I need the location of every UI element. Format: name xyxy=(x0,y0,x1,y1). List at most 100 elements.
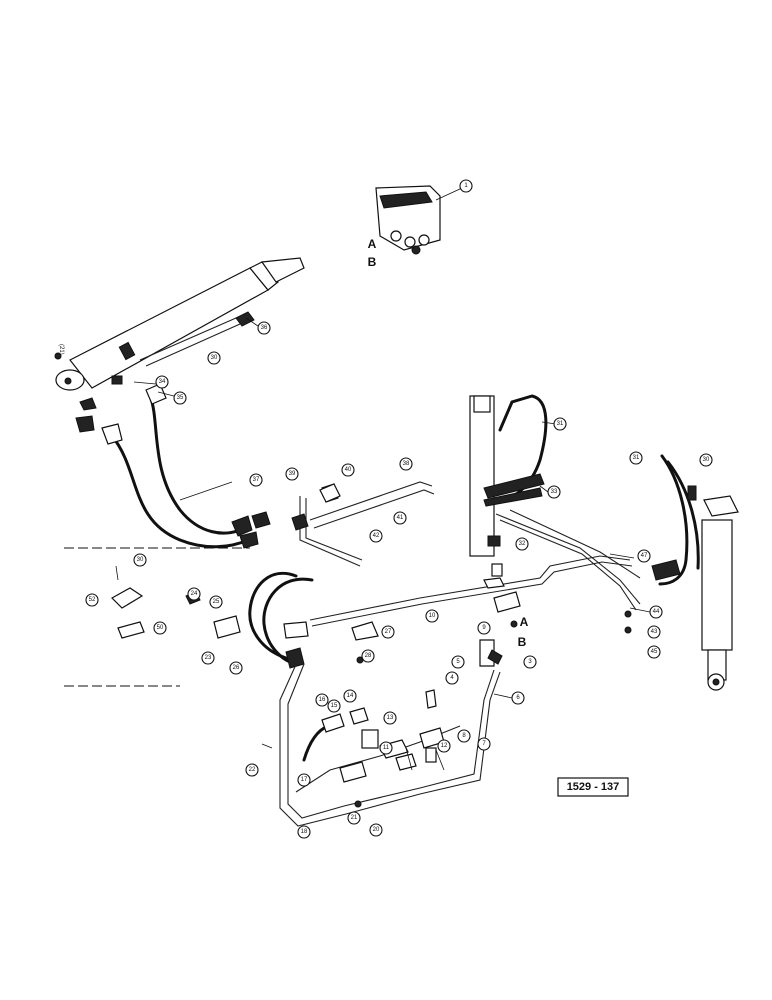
svg-text:1: 1 xyxy=(464,183,468,189)
svg-text:52: 52 xyxy=(89,597,96,603)
callout-15: 15 xyxy=(327,699,341,713)
callout-12: 12 xyxy=(437,739,451,753)
svg-text:42: 42 xyxy=(373,533,380,539)
drawing-reference: 1529 - 137 xyxy=(567,781,620,793)
callout-31a: 31 xyxy=(553,417,567,431)
svg-text:38: 38 xyxy=(403,461,410,467)
callout-52: 52 xyxy=(85,593,99,607)
svg-text:40: 40 xyxy=(345,467,352,473)
callout-30b: 30 xyxy=(699,453,713,467)
svg-text:30: 30 xyxy=(703,457,710,463)
callout-50: 50 xyxy=(153,621,167,635)
callout-40: 40 xyxy=(341,463,355,477)
callout-leaders xyxy=(133,317,651,771)
svg-text:13: 13 xyxy=(387,715,394,721)
callout-7: 7 xyxy=(477,737,491,751)
callout-16: 16 xyxy=(315,693,329,707)
svg-text:3: 3 xyxy=(528,659,532,665)
callout-11: 11 xyxy=(379,741,393,755)
callout-23: 23 xyxy=(201,651,215,665)
port-label-b-lower: B xyxy=(518,635,527,649)
svg-text:44: 44 xyxy=(653,609,660,615)
svg-text:24: 24 xyxy=(191,591,198,597)
svg-text:47: 47 xyxy=(641,553,648,559)
callout-43: 43 xyxy=(647,625,661,639)
callout-42: 42 xyxy=(369,529,383,543)
port-label-a-upper: A xyxy=(368,237,377,251)
port-label-b-upper: B xyxy=(368,255,377,269)
callout-3: 3 xyxy=(523,655,537,669)
svg-text:25: 25 xyxy=(213,599,220,605)
callout-31b: 31 xyxy=(629,451,643,465)
svg-text:21: 21 xyxy=(351,815,358,821)
svg-text:37: 37 xyxy=(253,477,260,483)
callout-21: 21 xyxy=(347,811,361,825)
callout-32: 32 xyxy=(515,537,529,551)
callout-45: 45 xyxy=(647,645,661,659)
callout-9: 9 xyxy=(477,621,491,635)
callout-20: 20 xyxy=(369,823,383,837)
stray-mark: (21) xyxy=(58,344,64,355)
callout-14: 14 xyxy=(343,689,357,703)
callout-8: 8 xyxy=(457,729,471,743)
svg-text:30: 30 xyxy=(137,557,144,563)
right-swing-cylinder xyxy=(651,454,739,691)
callout-38: 38 xyxy=(399,457,413,471)
callout-27: 27 xyxy=(381,625,395,639)
svg-text:23: 23 xyxy=(205,655,212,661)
svg-text:36: 36 xyxy=(261,325,268,331)
port-label-a-lower: A xyxy=(520,615,529,629)
svg-text:28: 28 xyxy=(365,653,372,659)
svg-text:20: 20 xyxy=(373,827,380,833)
svg-text:43: 43 xyxy=(651,629,658,635)
svg-text:33: 33 xyxy=(551,489,558,495)
svg-text:39: 39 xyxy=(289,471,296,477)
callout-18: 18 xyxy=(297,825,311,839)
left-lift-cylinder xyxy=(54,257,305,391)
callout-4: 4 xyxy=(445,671,459,685)
center-hoses xyxy=(248,571,314,669)
svg-text:4: 4 xyxy=(450,675,454,681)
callout-1: 1 xyxy=(459,179,473,193)
callout-30: 30 xyxy=(207,351,221,365)
svg-text:27: 27 xyxy=(385,629,392,635)
svg-text:7: 7 xyxy=(482,741,486,747)
callout-5: 5 xyxy=(451,655,465,669)
callout-35: 35 xyxy=(173,391,187,405)
callout-24: 24 xyxy=(187,587,201,601)
control-valve xyxy=(375,185,463,255)
svg-text:35: 35 xyxy=(177,395,184,401)
lower-fittings xyxy=(321,639,503,783)
svg-text:22: 22 xyxy=(249,767,256,773)
svg-text:8: 8 xyxy=(462,733,466,739)
svg-text:14: 14 xyxy=(347,693,354,699)
callout-26: 26 xyxy=(229,661,243,675)
callout-34: 34 xyxy=(155,375,169,389)
svg-text:15: 15 xyxy=(331,703,338,709)
svg-text:32: 32 xyxy=(519,541,526,547)
callout-30c: 30 xyxy=(133,553,147,567)
svg-text:11: 11 xyxy=(383,745,390,751)
callout-10: 10 xyxy=(425,609,439,623)
drawing-reference-box: 1529 - 137 xyxy=(557,777,629,797)
svg-text:45: 45 xyxy=(651,649,658,655)
svg-text:9: 9 xyxy=(482,625,486,631)
svg-text:5: 5 xyxy=(456,659,460,665)
callout-41: 41 xyxy=(393,511,407,525)
svg-text:12: 12 xyxy=(441,743,448,749)
callout-13: 13 xyxy=(383,711,397,725)
callout-33: 33 xyxy=(547,485,561,499)
svg-text:31: 31 xyxy=(557,421,564,427)
callout-36: 36 xyxy=(257,321,271,335)
callout-47: 47 xyxy=(637,549,651,563)
separator-lines xyxy=(64,547,250,687)
left-hoses xyxy=(75,383,259,549)
callout-17: 17 xyxy=(297,773,311,787)
svg-text:10: 10 xyxy=(429,613,436,619)
svg-text:30: 30 xyxy=(211,355,218,361)
callout-6: 6 xyxy=(511,691,525,705)
callout-25: 25 xyxy=(209,595,223,609)
center-pipes xyxy=(251,481,641,627)
callout-22: 22 xyxy=(245,763,259,777)
